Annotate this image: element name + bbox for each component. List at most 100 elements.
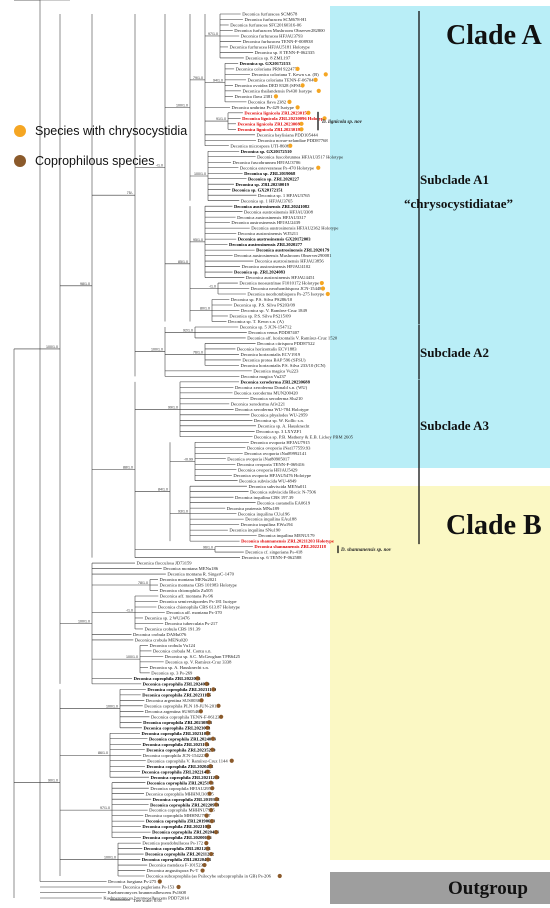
taxon-label: Deconica aff. montana Ps-370 <box>166 610 222 615</box>
subclade-a2-label: Subclade A2 <box>420 345 489 360</box>
coprophilous-marker <box>277 873 282 879</box>
taxon-label: Deconica xeroderma Afiv221 <box>231 401 286 406</box>
subclade-a1-label: Subclade A1 <box>420 172 489 187</box>
support-value: 97/1.0 <box>208 32 218 36</box>
taxon-label: Deconica coprophila ZRL2023196 <box>143 742 210 747</box>
support-value: -/1.0 <box>209 285 216 289</box>
taxon-label: Deconica neoaustrinae F1010172 Holotype <box>239 281 319 286</box>
taxon-label: Deconica coprophila ZRL20211272 <box>145 852 215 857</box>
taxon-label: Deconica neorhombispora Ps-275 Isotype <box>247 292 324 297</box>
taxon-label: Deconica coprophila ZRL20231068 <box>142 731 212 736</box>
taxon-label: Deconica inquilina CUu196 <box>238 511 290 516</box>
support-value: 95/1.0 <box>193 238 203 242</box>
taxon-label: Deconica xeroderma Donald s.n. (WU) <box>235 385 308 390</box>
taxon-label: Deconica neorhombispora JCN-154482 <box>251 286 325 291</box>
chrysocystidia-marker <box>288 143 293 148</box>
taxon-label: Deconica sp. ZRL2020227 <box>248 176 300 181</box>
taxon-label: Deconica subviscida MENu011 <box>248 484 307 489</box>
taxon-label: Deconica inquilina SNu190 <box>229 528 281 533</box>
chrysocystidia-marker <box>287 99 292 104</box>
taxon-label: Deconica montana R. SingerC-1470 <box>167 572 234 577</box>
taxon-label: Deconica sp. P.S. Silva PS215/09 <box>229 314 291 319</box>
taxon-label: Deconica coprophila TENN-F-061233 <box>151 714 223 719</box>
orange-dot-icon <box>14 125 26 137</box>
taxon-label: Deconica sp. 6 TENN-F-062588 <box>242 555 303 560</box>
taxon-label: Deconica austrosinensis HFJAU2439 <box>231 220 301 225</box>
support-value: 94/1.0 <box>213 79 223 83</box>
coprophilous-marker <box>202 862 207 868</box>
coprophilous-marker <box>157 879 162 884</box>
taxon-label: Kuehneromyces brunneoalbescens Ps1608 <box>108 890 187 895</box>
coprophilous-marker <box>205 846 210 851</box>
chrysocystidia-marker <box>320 286 326 291</box>
coprophilous-marker <box>216 703 221 708</box>
taxon-label: Deconica austrosinensis ZRL2020277 <box>229 242 303 247</box>
coprophilous-marker <box>204 742 209 747</box>
clade-b-title: Clade B <box>446 510 542 541</box>
taxon-label: Deconica esteveraneae Ps-470 Holotype <box>240 165 314 170</box>
taxon-label: Deconica furfuracea SCM678 <box>242 12 298 17</box>
chrysocystidia-marker <box>306 110 311 115</box>
support-value: 100/1.0 <box>104 856 116 860</box>
chrysocystidia-marker <box>316 88 321 93</box>
taxon-label: Deconica sp. W. Kollic s.n. <box>254 418 304 423</box>
coprophilous-marker <box>206 835 211 840</box>
coprophilous-marker <box>210 736 216 741</box>
support-value: 100/1.0 <box>46 345 58 349</box>
lignicola-label: D. lignicola sp. nov <box>321 120 363 125</box>
taxon-label: Deconica coprophila ZRL20220453 <box>142 857 212 862</box>
shannanensis-label: D. shannanensis sp. nov <box>340 548 392 553</box>
taxon-label: Deconica chionophila Zu505 <box>160 588 214 593</box>
taxon-label: Deconica mendaxa F-1015238 <box>149 863 206 868</box>
coprophilous-marker <box>208 780 214 785</box>
support-value: 78/1.0 <box>138 581 148 585</box>
taxon-label: Deconica austrosinensis ZRL2020179 <box>256 248 330 253</box>
taxon-label: Deconica flava 2381 <box>235 94 274 99</box>
taxon-label: Deconica sp. 1 HFJAU3765 <box>241 198 294 203</box>
taxon-label: Deconica ovoporia iNat89992141 <box>244 451 307 456</box>
taxon-label: Deconica sp. 8 ZML197 <box>245 56 291 61</box>
support-value: 92/1.0 <box>183 328 193 332</box>
coprophilous-marker <box>204 813 209 818</box>
taxon-label: Deconica inquilina CBS 197.39 <box>235 495 294 500</box>
taxon-label: Deconica montana CBS 101983 Holotype <box>160 583 237 588</box>
taxon-label: Deconica crobula MENu020 <box>135 638 189 643</box>
scale-bar-label: Tree scale: 0.01 <box>133 898 163 903</box>
taxon-label: Deconica austrosinensis HFJAU3317 <box>237 215 307 220</box>
taxon-label: Deconica crobula DAMu076 <box>133 632 187 637</box>
support-value: 99/1.0 <box>168 405 178 409</box>
coprophilous-marker <box>208 764 213 769</box>
clade-b-band <box>330 486 550 860</box>
taxon-label: Deconica chionophila CBS 613.87 Holotype <box>158 605 240 610</box>
taxon-label: Deconica crobula CBS 191.39 <box>145 627 202 632</box>
taxon-label: Deconica coprophila ZRL20230875 <box>143 720 213 725</box>
taxon-label: Deconica flava 2382 <box>248 99 287 104</box>
taxon-label: Deconica coprophila ZRL20190628 <box>146 819 216 824</box>
taxon-label: Deconica coprophila ZRL20221031 <box>142 824 212 829</box>
taxon-label: Deconica shannanensis ZRL20211203 Holoty… <box>241 539 334 544</box>
taxon-label: Deconica argentina SUS0036 <box>146 698 201 703</box>
support-value: 86/1.0 <box>98 751 108 755</box>
coprophilous-marker <box>214 802 219 807</box>
coprophilous-marker <box>206 692 211 697</box>
taxon-label: Deconica furfuracea HFJAU3793 <box>241 34 304 39</box>
coprophilous-marker <box>205 725 210 730</box>
taxon-label: Deconica coprophila HFJAU2952 <box>150 786 213 791</box>
taxon-label: Deconica thailandensis Ps430 Isotype <box>242 88 312 93</box>
support-value: 100/1.0 <box>151 348 163 352</box>
coprophilous-marker <box>204 681 209 686</box>
taxon-label: Deconica austrosinensis HFJAU2362 Holoty… <box>251 226 338 231</box>
taxon-label: Deconica furfuracea SCM678-H1 <box>244 17 307 22</box>
taxon-label: Deconica sp. 3 Ps-269 <box>151 670 193 675</box>
taxon-label: Deconica furfuracea SFC20160316-06 <box>230 23 302 28</box>
taxon-label: Deconica sp. ZRL2019068 <box>244 171 296 176</box>
support-value: 97/1.0 <box>100 806 110 810</box>
taxon-label: Deconica lignicola ZRL20230186 <box>238 127 303 132</box>
taxon-label: Deconica sp. S.C. McGeoghan TFB6425 <box>165 654 241 659</box>
taxon-label: Deconica subcoprophila (as Psilocybe sub… <box>146 874 272 879</box>
taxon-label: Deconica sp. P.S. Silva PS203/09 <box>234 303 296 308</box>
coprophilous-marker <box>214 797 219 802</box>
coprophilous-marker <box>214 775 219 780</box>
support-value: 80/1.0 <box>200 306 210 310</box>
